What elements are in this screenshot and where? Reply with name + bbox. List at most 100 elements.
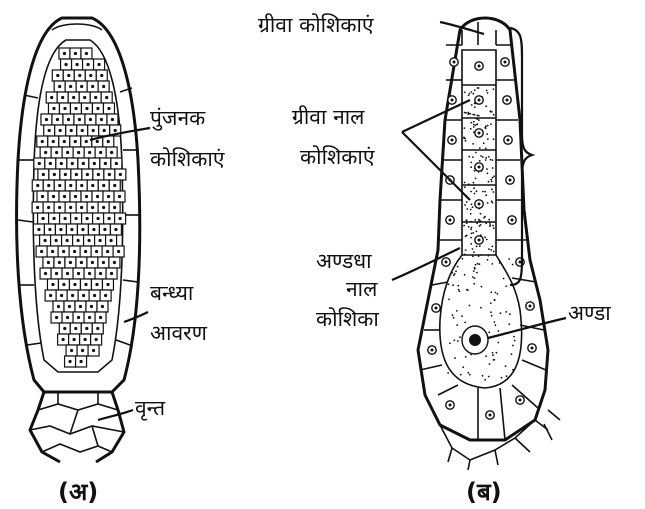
cell-nucleolus bbox=[509, 179, 512, 182]
stipple-dot bbox=[494, 321, 496, 323]
spermatogenous-cell-nucleus bbox=[85, 107, 88, 110]
stipple-dot bbox=[503, 278, 505, 280]
stipple-dot bbox=[485, 157, 487, 159]
cell-nucleolus bbox=[478, 132, 481, 135]
stipple-dot bbox=[505, 285, 507, 287]
stipple-dot bbox=[505, 311, 507, 313]
cell-nucleolus bbox=[529, 305, 532, 308]
stipple-dot bbox=[478, 115, 480, 117]
stipple-dot bbox=[499, 262, 501, 264]
stipple-dot bbox=[473, 251, 475, 253]
spermatogenous-cell-nucleus bbox=[69, 85, 72, 88]
egg-cell bbox=[462, 326, 488, 354]
spermatogenous-cell-nucleus bbox=[41, 217, 44, 220]
stipple-dot bbox=[487, 125, 489, 127]
stipple-dot bbox=[451, 272, 453, 274]
cell-nucleolus bbox=[451, 139, 454, 142]
spermatogenous-cell-nucleus bbox=[88, 316, 91, 319]
cell-nucleolus bbox=[445, 261, 448, 264]
stipple-dot bbox=[492, 225, 494, 227]
spermatogenous-cell-nucleus bbox=[84, 283, 87, 286]
stipple-dot bbox=[480, 307, 482, 309]
cell-nucleolus bbox=[519, 399, 522, 402]
stipple-dot bbox=[475, 264, 477, 266]
stipple-dot bbox=[489, 225, 491, 227]
stipple-dot bbox=[470, 228, 472, 230]
spermatogenous-cell-nucleus bbox=[100, 74, 103, 77]
stipple-dot bbox=[495, 292, 497, 294]
spermatogenous-cell-nucleus bbox=[88, 272, 91, 275]
stipple-dot bbox=[513, 336, 515, 338]
stipple-dot bbox=[486, 90, 488, 92]
spermatogenous-cell-nucleus bbox=[63, 195, 66, 198]
spermatogenous-cell-nucleus bbox=[72, 96, 75, 99]
spermatogenous-cell-nucleus bbox=[82, 294, 85, 297]
stipple-dot bbox=[495, 324, 497, 326]
stipple-dot bbox=[465, 249, 467, 251]
spermatogenous-cell-nucleus bbox=[107, 195, 110, 198]
stipple-dot bbox=[491, 246, 493, 248]
stipple-dot bbox=[491, 181, 493, 183]
spermatogenous-cell-nucleus bbox=[68, 360, 71, 363]
spermatogenous-cell-nucleus bbox=[118, 195, 121, 198]
spermatogenous-cell-nucleus bbox=[69, 261, 72, 264]
spermatogenous-cell-nucleus bbox=[48, 129, 51, 132]
stipple-dot bbox=[490, 123, 492, 125]
cell-nucleolus bbox=[478, 65, 481, 68]
spermatogenous-cell-nucleus bbox=[98, 239, 101, 242]
label-spermatogenous-line1: पुंजनक bbox=[150, 106, 206, 131]
spermatogenous-cell-nucleus bbox=[117, 250, 120, 253]
stipple-dot bbox=[455, 270, 457, 272]
stipple-dot bbox=[480, 155, 482, 157]
stipple-dot bbox=[474, 267, 476, 269]
spermatogenous-cell-nucleus bbox=[71, 162, 74, 165]
stipple-dot bbox=[447, 372, 449, 374]
label-spermatogenous-line2: कोशिकाएं bbox=[150, 147, 225, 171]
spermatogenous-cell-nucleus bbox=[118, 217, 121, 220]
stipple-dot bbox=[487, 138, 489, 140]
spermatogenous-cell-nucleus bbox=[110, 272, 113, 275]
stipple-dot bbox=[475, 178, 477, 180]
cell-nucleolus bbox=[453, 61, 456, 64]
spermatogenous-cell-nucleus bbox=[74, 195, 77, 198]
stipple-dot bbox=[470, 128, 472, 130]
spermatogenous-cell-nucleus bbox=[64, 173, 67, 176]
stipple-dot bbox=[473, 182, 475, 184]
stipple-dot bbox=[485, 194, 487, 196]
archegonium-outer-wall bbox=[418, 18, 548, 440]
spermatogenous-cell-nucleus bbox=[49, 162, 52, 165]
spermatogenous-cell-nucleus bbox=[77, 272, 80, 275]
cell-nucleolus bbox=[506, 99, 509, 102]
spermatogenous-cell-nucleus bbox=[56, 118, 59, 121]
spermatogenous-cell-nucleus bbox=[36, 206, 39, 209]
cell-nucleolus bbox=[511, 219, 514, 222]
spermatogenous-cell-nucleus bbox=[102, 206, 105, 209]
spermatogenous-cell-nucleus bbox=[113, 206, 116, 209]
stipple-dot bbox=[453, 339, 455, 341]
stipple-dot bbox=[512, 345, 514, 347]
spermatogenous-cell-nucleus bbox=[92, 228, 95, 231]
stipple-dot bbox=[493, 138, 495, 140]
stipple-dot bbox=[466, 201, 468, 203]
spermatogenous-cell-nucleus bbox=[63, 140, 66, 143]
spermatogenous-cell-nucleus bbox=[70, 349, 73, 352]
spermatogenous-cell-nucleus bbox=[62, 283, 65, 286]
cell-nucleolus bbox=[435, 307, 438, 310]
spermatogenous-cell-nucleus bbox=[106, 283, 109, 286]
spermatogenous-cell-nucleus bbox=[91, 85, 94, 88]
spermatogenous-cell-nucleus bbox=[47, 184, 50, 187]
stipple-dot bbox=[492, 354, 494, 356]
stipple-dot bbox=[466, 220, 468, 222]
stipple-dot bbox=[485, 105, 487, 107]
label-neck-canal-line2: कोशिकाएं bbox=[300, 145, 375, 169]
stipple-dot bbox=[457, 285, 459, 287]
stipple-dot bbox=[470, 209, 472, 211]
spermatogenous-cell-nucleus bbox=[92, 349, 95, 352]
stipple-dot bbox=[477, 118, 479, 120]
stipple-dot bbox=[476, 246, 478, 248]
spermatogenous-cell-nucleus bbox=[81, 228, 84, 231]
stipple-dot bbox=[481, 286, 483, 288]
stipple-dot bbox=[466, 208, 468, 210]
stipple-dot bbox=[489, 222, 491, 224]
stipple-dot bbox=[507, 378, 509, 380]
